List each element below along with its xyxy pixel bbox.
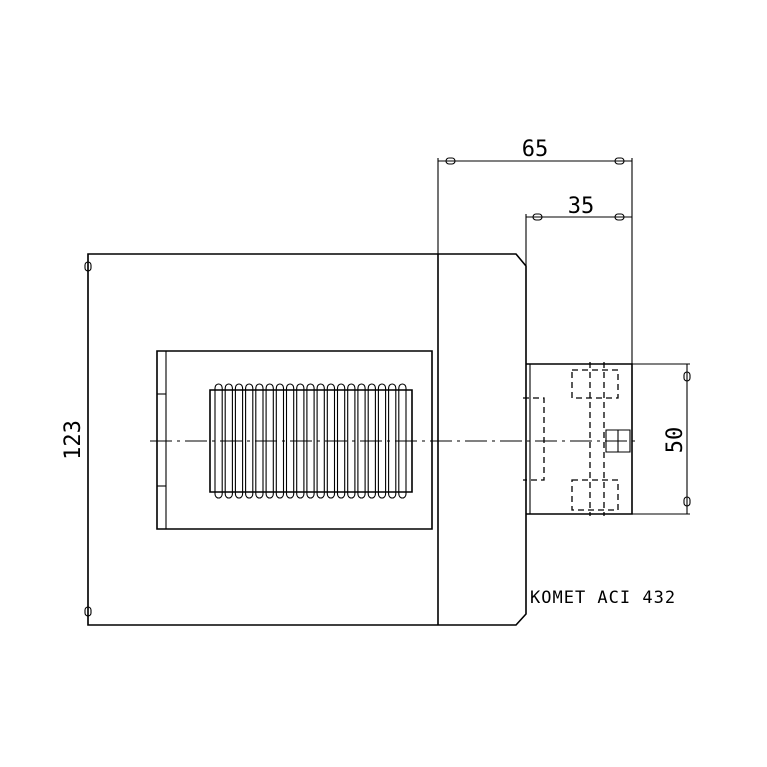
- dimension-65: 65: [437, 137, 633, 364]
- dimension-35: 35: [525, 194, 632, 266]
- dimension-label-123: 123: [61, 420, 86, 460]
- dimension-50: 50: [632, 363, 691, 515]
- thread-ridge: [245, 383, 254, 499]
- dimension-label-50: 50: [663, 427, 688, 454]
- mounting-shank: [523, 362, 633, 516]
- threaded-screw: [209, 383, 413, 499]
- dimension-label-65: 65: [522, 137, 549, 162]
- part-note: KOMET ACI 432: [530, 588, 676, 608]
- inner-bore: [156, 350, 433, 530]
- dimension-label-35: 35: [568, 194, 595, 219]
- dimension-123: 123: [61, 254, 92, 625]
